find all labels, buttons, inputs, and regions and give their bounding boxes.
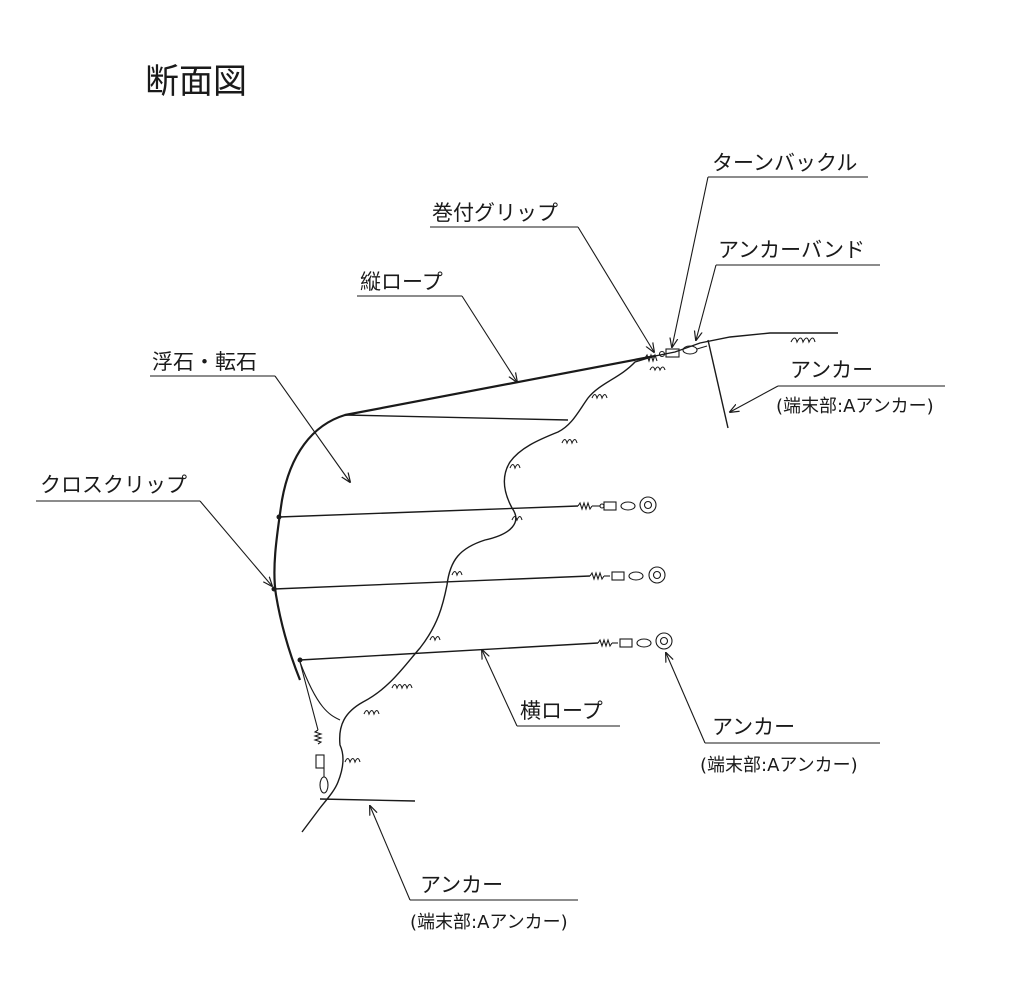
leader-vertical-rope: [461, 295, 517, 382]
label-cross-clip: クロスクリップ: [40, 473, 187, 497]
net-lower-edge: [299, 661, 341, 721]
anchor-hardware-1: [577, 496, 657, 514]
leader-anchor-right: [730, 385, 779, 412]
horizontal-ropes: [273, 505, 599, 661]
leader-floating-stone: [274, 375, 350, 482]
label-anchor-mid: アンカー: [712, 715, 795, 739]
ground-right: [707, 339, 729, 429]
leader-turnbuckle: [672, 176, 709, 347]
label-anchor-mid-sub: (端末部:Aアンカー): [700, 755, 858, 776]
label-floating-stone: 浮石・転石: [152, 350, 257, 374]
label-anchor-right-sub: (端末部:Aアンカー): [776, 396, 934, 417]
leader-anchor-mid: [666, 653, 706, 744]
bottom-hardware: [299, 661, 329, 794]
label-anchor-band: アンカーバンド: [718, 238, 865, 262]
label-vertical-rope: 縦ロープ: [360, 270, 443, 294]
leader-horizontal-rope: [482, 650, 518, 727]
label-anchor-bottom-sub: (端末部:Aアンカー): [410, 912, 568, 933]
label-anchor-right: アンカー: [790, 358, 873, 382]
leader-wrap-grip: [577, 226, 654, 352]
leader-anchor-bottom: [370, 806, 411, 901]
cross-clip-dots: [271, 514, 303, 663]
vertical-rope: [273, 354, 656, 681]
label-anchor-bottom: アンカー: [420, 873, 503, 897]
anchor-hardware-2: [589, 566, 666, 584]
anchor-hardware-3: [597, 632, 673, 650]
top-hardware: [644, 345, 708, 363]
leader-anchor-band: [696, 264, 717, 340]
label-turnbuckle: ターンバックル: [712, 151, 857, 175]
label-horizontal-rope: 横ロープ: [520, 699, 603, 723]
page-title: 断面図: [145, 62, 247, 102]
net-top-edge: [344, 414, 569, 421]
ground-bottom: [319, 798, 416, 802]
leader-cross-clip: [199, 500, 272, 586]
grass-marks: [344, 337, 816, 764]
label-wrap-grip: 巻付グリップ: [432, 201, 558, 225]
slope-profile: [301, 332, 838, 833]
